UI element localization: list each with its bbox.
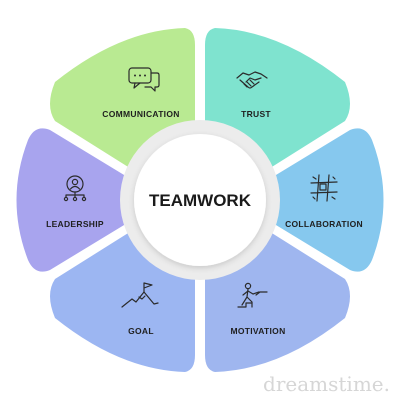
dreamstime-watermark: dreamstime. [263,372,390,396]
label-goal: GOAL [128,326,154,336]
center-title: TEAMWORK [149,191,252,210]
segment-leadership [16,128,129,272]
label-motivation: MOTIVATION [230,326,285,336]
label-leadership: LEADERSHIP [46,219,104,229]
handshake-icon [236,71,268,89]
center-circle [134,134,266,266]
label-collaboration: COLLABORATION [285,219,363,229]
label-communication: COMMUNICATION [102,109,179,119]
label-trust: TRUST [241,109,271,119]
climbing-person-icon [237,282,268,308]
chat-bubbles-icon [128,67,160,92]
flag-mountain-icon [121,282,159,308]
puzzle-grid-icon [310,174,338,202]
team-leader-icon [63,175,87,202]
